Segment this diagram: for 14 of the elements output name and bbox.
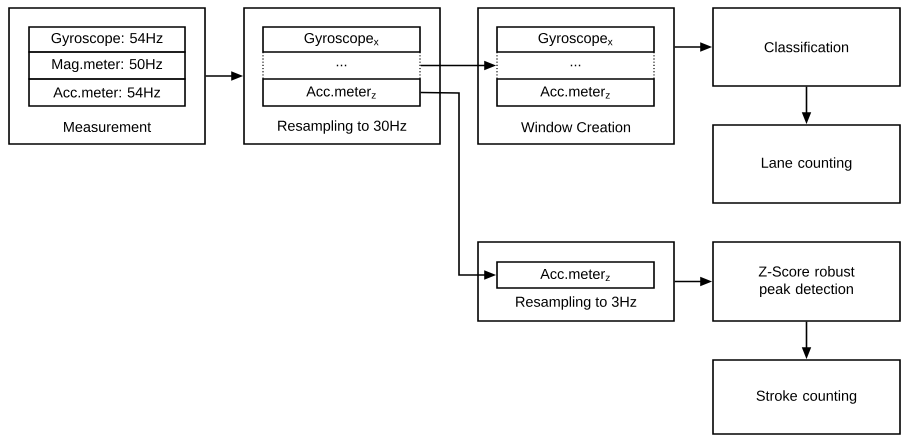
process-box: Z-Score robust peak detection [712,241,901,322]
signal-box: Acc.meter$_{z}$ [496,78,655,107]
signal-box: Acc.meter$_{z}$ [262,78,421,107]
signal-box: Gyroscope$_{x}$ [262,26,421,53]
signal-box: Acc.meter$_{z}$ [496,261,655,289]
signal-box: Gyroscope: 54Hz [28,26,186,53]
signal-box: Mag.meter: 50Hz [28,51,186,80]
process-box: Lane counting [712,124,901,204]
ellipsis-row: ... [496,52,655,79]
ellipsis-row: ... [262,52,421,79]
signal-box: Gyroscope$_{x}$ [496,26,655,53]
process-box: Stroke counting [712,359,901,435]
signal-box: Acc.meter: 54Hz [28,78,186,107]
process-box: Classification [712,7,901,87]
